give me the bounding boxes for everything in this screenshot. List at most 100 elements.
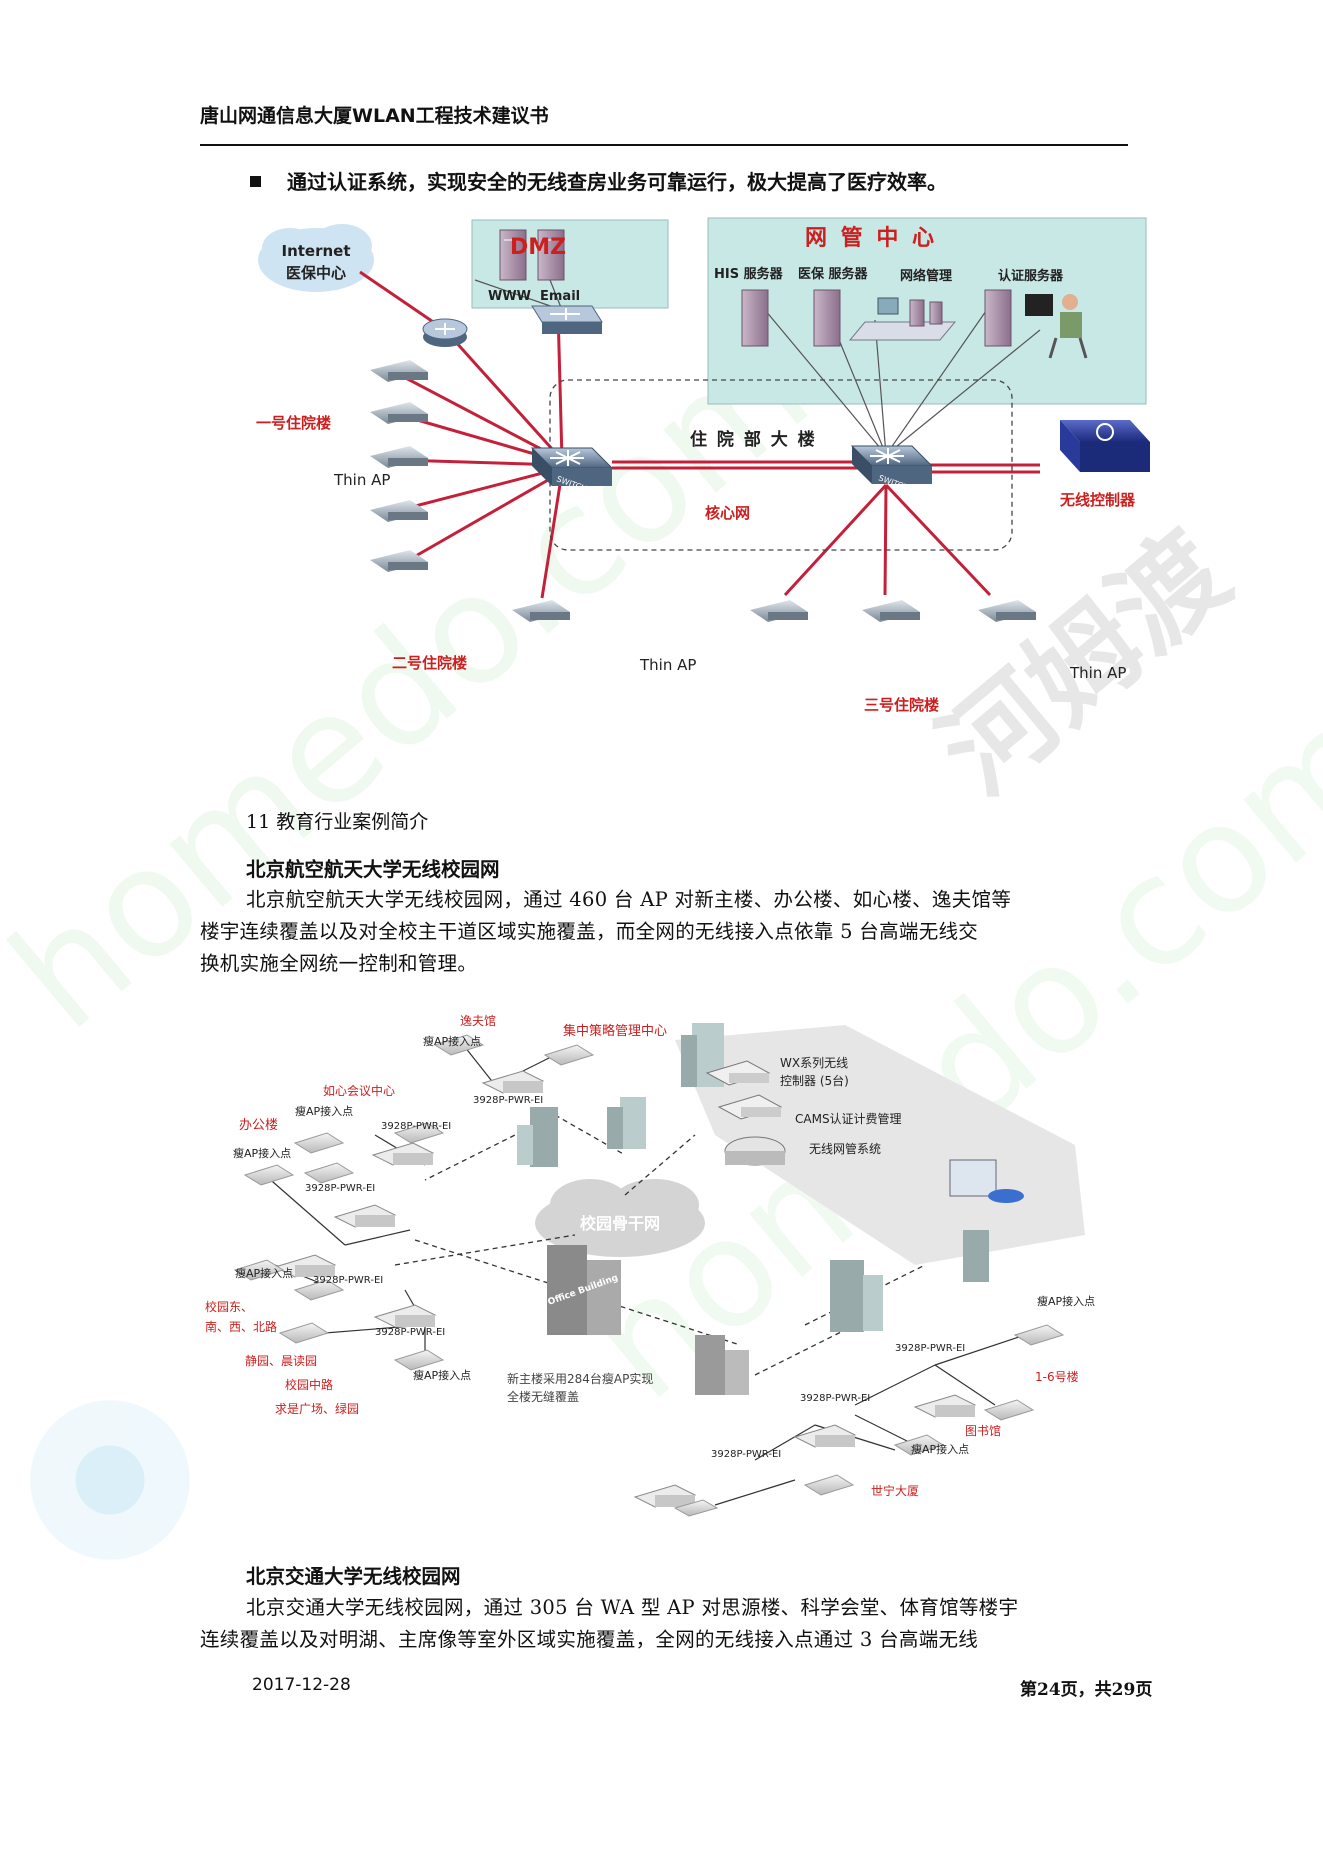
fit-ap-label: 瘦AP接入点 [295,1104,353,1118]
thin-ap-label-3: Thin AP [1069,664,1126,682]
email-server-icon [537,229,565,281]
building-3-label: 三号住院楼 [864,696,939,714]
case1-line2: 楼宇连续覆盖以及对全校主干道区域实施覆盖，而全网的无线接入点依靠 5 台高端无线… [200,920,979,943]
internet-label: Internet [281,242,350,260]
case2-line1: 北京交通大学无线校园网，通过 305 台 WA 型 AP 对思源楼、科学会堂、体… [246,1596,1019,1619]
building-icon [517,1107,558,1167]
operator-person-icon [1025,294,1088,359]
footer-page-number: 第24页，共29页 [1020,1680,1153,1700]
building-2-label: 二号住院楼 [392,654,467,672]
access-point-icon [543,1044,595,1066]
switch-model-label: 3928P-PWR-EI [711,1449,781,1460]
bullet-text: 通过认证系统，实现安全的无线查房业务可靠运行，极大提高了医疗效率。 [287,170,947,194]
building-label: 住 院 部 大 楼 [690,429,817,450]
qiushi-label: 求是广场、绿园 [275,1401,359,1416]
access-point-icon [370,402,428,424]
access-point-icon [293,1132,345,1154]
fit-ap-label: 瘦AP接入点 [1037,1294,1095,1308]
center-label: 集中策略管理中心 [563,1023,667,1039]
new-main-label-1: 新主楼采用284台瘦AP实现 [507,1371,653,1386]
section-title: 11 教育行业案例简介 [246,811,429,833]
building-icon [963,1230,989,1282]
dmz-switch-icon [531,305,603,334]
building-icon [695,1335,749,1395]
hospital-network-diagram: Internet 医保中心 [256,217,1150,714]
new-main-label-2: 全楼无缝覆盖 [507,1389,579,1404]
switch-model-label: 3928P-PWR-EI [895,1343,965,1354]
access-point-icon [370,550,428,572]
medical-server-label: 医保 服务器 [798,266,869,282]
access-switch-icon [333,1204,397,1228]
access-point-icon [370,446,428,468]
switch-model-label: 3928P-PWR-EI [313,1275,383,1286]
campus-network-diagram: 校园骨干网 Office Building [205,1013,1095,1517]
bullet-paragraph: 通过认证系统，实现安全的无线查房业务可靠运行，极大提高了医疗效率。 [250,166,947,195]
case2-line2: 连续覆盖以及对明湖、主席像等室外区域实施覆盖，全网的无线接入点通过 3 台高端无… [200,1628,979,1651]
auth-server-icon [984,289,1012,347]
access-point-icon [370,360,428,382]
buildings-1-6-label: 1-6号楼 [1035,1369,1079,1384]
internet-center-label: 医保中心 [286,264,346,282]
access-switch-icon [373,1304,437,1328]
jingyuan-label: 静园、晨读园 [245,1354,317,1368]
access-point-icon [243,1164,295,1186]
access-switch-icon [371,1142,435,1166]
header-rule [200,144,1128,146]
case1-line1: 北京航空航天大学无线校园网，通过 460 台 AP 对新主楼、办公楼、如心楼、逸… [246,888,1012,911]
email-label: Email [540,289,580,304]
yifu-label: 逸夫馆 [460,1013,496,1028]
thin-ap-label-1: Thin AP [333,471,390,489]
nms-title: 网 管 中 心 [805,225,937,251]
access-point-icon [370,500,428,522]
office-label: 办公楼 [239,1118,278,1133]
dashed-backbone-links [394,1114,926,1376]
library-label: 图书馆 [965,1423,1001,1438]
access-switch-icon [273,1254,337,1278]
access-point-icon [433,1034,485,1056]
access-point-icon [233,1259,285,1281]
case1-title: 北京航空航天大学无线校园网 [246,858,500,881]
access-point-icon [393,1349,445,1371]
core-network-label: 核心网 [705,504,750,522]
fit-ap-label: 瘦AP接入点 [423,1034,481,1048]
access-point-icon [512,600,570,622]
access-point-icon [293,1279,345,1301]
watermark-flower-icon [30,1400,190,1560]
fit-ap-label: 瘦AP接入点 [233,1146,291,1160]
access-switch-icon [481,1070,545,1094]
wireless-controller-icon [1060,420,1150,472]
document-header-title: 唐山网通信息大厦WLAN工程技术建议书 [200,105,549,127]
access-switch-icon [793,1424,857,1448]
access-point-icon [893,1434,945,1456]
footer-date: 2017-12-28 [252,1675,351,1695]
access-point-icon [803,1474,855,1496]
core-switch-right-icon [850,445,934,484]
ruxin-label: 如心会议中心 [323,1083,395,1098]
gray-links [474,279,1041,456]
access-point-icon [303,1162,355,1184]
core-switch-left-icon [530,447,614,486]
network-management-icon [848,297,957,341]
network-mgmt-label: 网络管理 [900,268,952,284]
fit-ap-label: 瘦AP接入点 [235,1266,293,1280]
nms-screen-icon [949,1159,1024,1203]
campus-roads-label-1: 校园东、 [205,1299,253,1314]
nms-label: 无线网管系统 [809,1141,881,1156]
his-server-label: HIS 服务器 [714,266,784,282]
www-server-icon [499,229,527,281]
office-building-icon: Office Building [547,1245,621,1335]
thin-ap-label-2: Thin AP [639,656,696,674]
switch-model-label: 3928P-PWR-EI [381,1121,451,1132]
wx-label-1: WX系列无线 [780,1056,848,1070]
management-center-platform [675,1025,1085,1265]
router-icon [422,318,468,347]
cams-server-icon [724,1136,786,1166]
fit-ap-label: 瘦AP接入点 [911,1442,969,1456]
campus-roads-label-2: 南、西、北路 [205,1319,277,1334]
nms-zone [707,217,1147,405]
switch-model-label: 3928P-PWR-EI [473,1095,543,1106]
access-point-icon [1013,1324,1065,1346]
building-icon [830,1260,883,1332]
bullet-square-icon [250,176,261,187]
case2-title: 北京交通大学无线校园网 [246,1565,461,1588]
